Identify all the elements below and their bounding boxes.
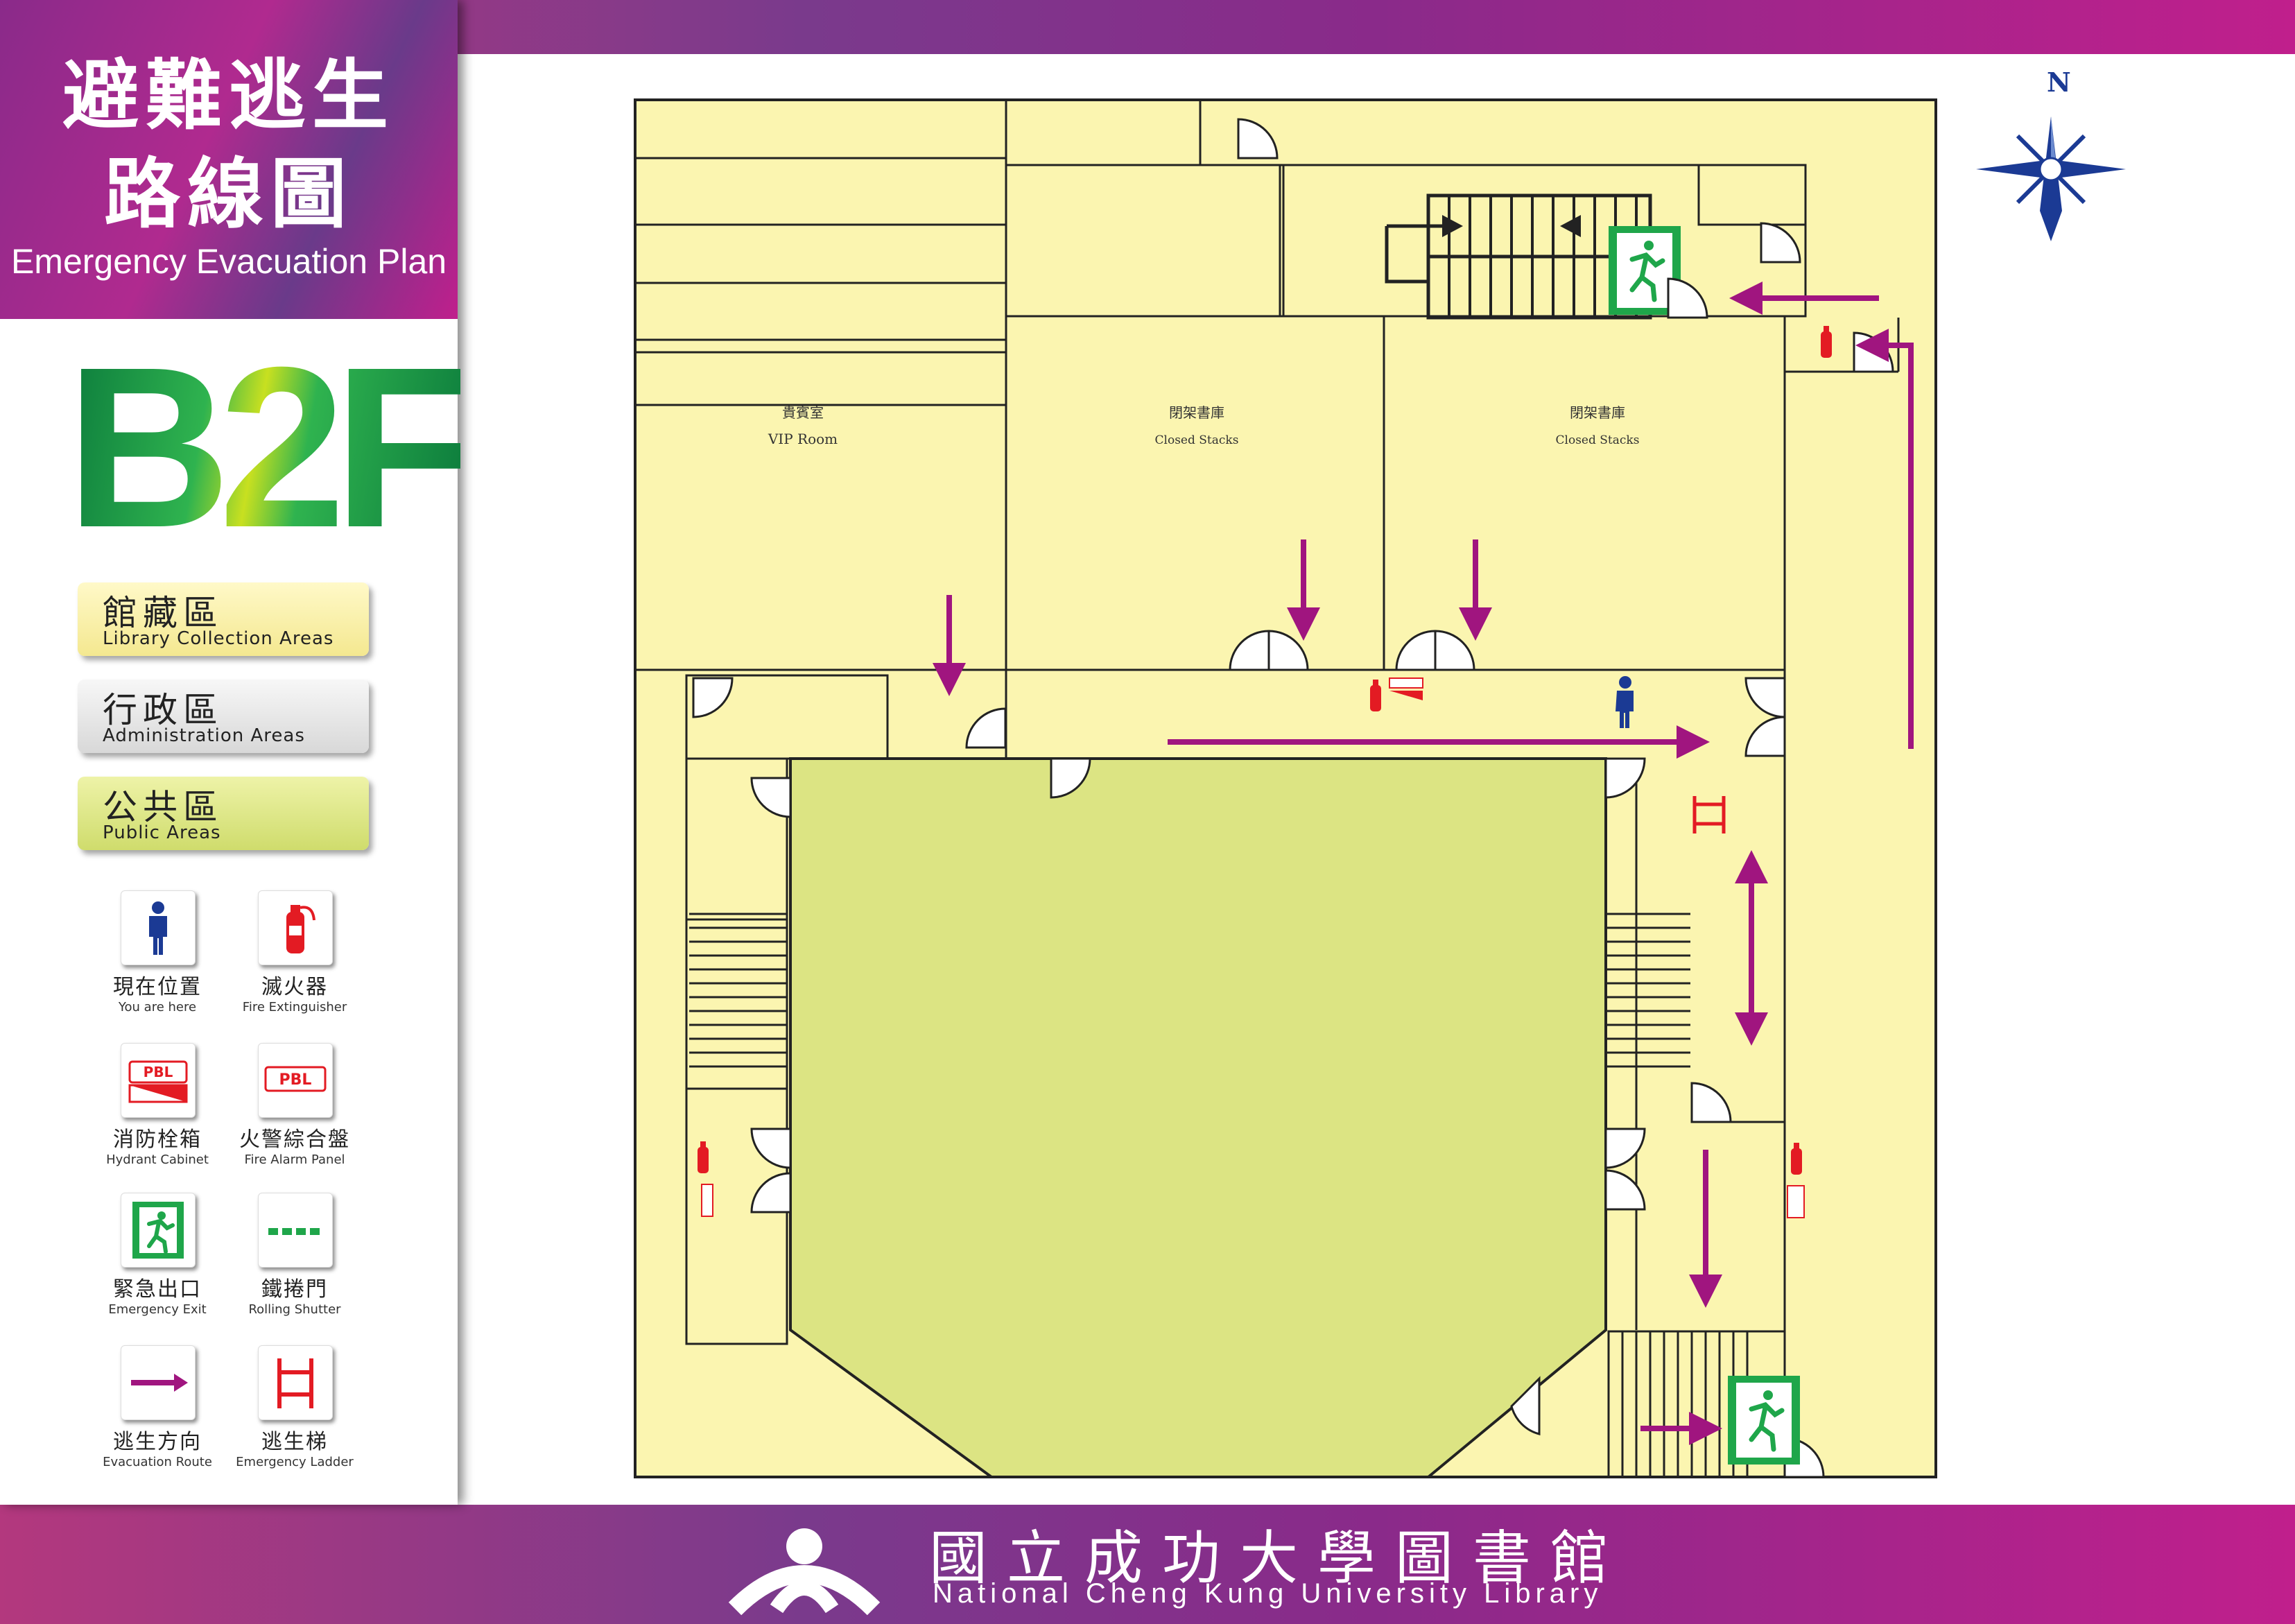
you-are-here-marker xyxy=(1616,676,1634,728)
title-en: Emergency Evacuation Plan xyxy=(10,242,447,281)
floor-label: B2F xyxy=(66,319,473,575)
zone-public-en: Public Areas xyxy=(103,822,221,843)
zone-administration-en: Administration Areas xyxy=(103,725,305,746)
zone-public-zh: 公共區 xyxy=(103,787,223,827)
title-block: 避難逃生 路線圖 Emergency Evacuation Plan xyxy=(0,0,458,319)
library-name-en: National Cheng Kung University Library xyxy=(933,1578,1603,1609)
closed-stacks-2-label-en: Closed Stacks xyxy=(1556,433,1640,447)
library-name-zh: 國立成功大學圖書館 xyxy=(929,1524,1629,1592)
compass-icon: N xyxy=(1976,67,2126,241)
vip-room-label-zh: 貴賓室 xyxy=(782,404,824,421)
sidebar: 避難逃生 路線圖 Emergency Evacuation Plan B2F 館… xyxy=(0,0,473,1505)
vip-room-label-en: VIP Room xyxy=(768,431,838,447)
zone-collection-zh: 館藏區 xyxy=(103,593,223,633)
closed-stacks-1-label-zh: 閉架書庫 xyxy=(1169,404,1224,421)
zone-administration: 行政區 Administration Areas xyxy=(78,680,369,753)
emergency-ladder-icon xyxy=(1692,796,1726,833)
stairs-top xyxy=(1279,164,1807,320)
top-left-rooms xyxy=(634,98,1285,406)
stairs-bottom-right xyxy=(1607,1330,1786,1478)
left-wing xyxy=(685,670,1786,1399)
doors xyxy=(692,118,1894,1478)
footer-banner xyxy=(0,1505,2295,1624)
rolling-shutter-icon xyxy=(258,1193,333,1268)
closed-stacks-1-label-en: Closed Stacks xyxy=(1155,433,1239,447)
floor-plan-map: 貴賓室 VIP Room 閉架書庫 Closed Stacks 閉架書庫 Clo… xyxy=(634,67,2126,1478)
legend-alarm-zh: 火警綜合盤 xyxy=(239,1128,350,1152)
legend-shutter-zh: 鐵捲門 xyxy=(261,1277,328,1302)
hydrant-cabinet-icon: PBL xyxy=(121,1043,196,1118)
legend-alarm-en: Fire Alarm Panel xyxy=(244,1152,345,1167)
title-zh-line1: 避難逃生 xyxy=(62,51,395,140)
legend-route-en: Evacuation Route xyxy=(103,1455,212,1469)
emergency-exit-icon xyxy=(121,1193,196,1268)
stairs-left xyxy=(689,913,786,1068)
evacuation-arrow-icon xyxy=(121,1345,196,1420)
legend-extinguisher-zh: 滅火器 xyxy=(261,975,328,999)
legend-route-zh: 逃生方向 xyxy=(113,1430,202,1454)
evacuation-routes xyxy=(933,282,1914,1445)
legend-ladder-en: Emergency Ladder xyxy=(236,1455,354,1469)
fire-extinguisher-icon xyxy=(698,326,1832,1175)
stairs-right xyxy=(1606,913,1690,1068)
emergency-ladder-icon xyxy=(258,1345,333,1420)
closed-stacks-2-label-zh: 閉架書庫 xyxy=(1570,404,1625,421)
legend-you-are-here-zh: 現在位置 xyxy=(113,975,202,999)
title-zh-line2: 路線圖 xyxy=(104,150,354,239)
zone-collection: 館藏區 Library Collection Areas xyxy=(78,582,369,656)
legend-hydrant-zh: 消防栓箱 xyxy=(113,1128,202,1152)
library-logo xyxy=(728,1528,881,1616)
fire-alarm-panel-icon: PBL xyxy=(258,1043,333,1118)
legend-you-are-here-en: You are here xyxy=(118,1000,197,1014)
person-icon xyxy=(121,890,196,965)
svg-text:PBL: PBL xyxy=(144,1064,173,1080)
legend-exit-zh: 緊急出口 xyxy=(113,1277,202,1302)
public-hall xyxy=(789,757,1607,1478)
emergency-exit-icon xyxy=(1609,226,1681,315)
hydrant-cabinet-icon xyxy=(701,677,1805,1218)
legend-extinguisher-en: Fire Extinguisher xyxy=(242,1000,347,1014)
zone-administration-zh: 行政區 xyxy=(103,690,223,730)
zone-collection-en: Library Collection Areas xyxy=(103,628,334,649)
emergency-exit-icon xyxy=(1728,1376,1800,1465)
legend-exit-en: Emergency Exit xyxy=(108,1302,207,1317)
svg-text:PBL: PBL xyxy=(279,1071,312,1089)
svg-text:N: N xyxy=(2047,67,2071,98)
zone-public: 公共區 Public Areas xyxy=(78,777,369,850)
legend-ladder-zh: 逃生梯 xyxy=(261,1430,328,1454)
legend-shutter-en: Rolling Shutter xyxy=(248,1302,341,1317)
fire-extinguisher-icon xyxy=(258,890,333,965)
legend-hydrant-en: Hydrant Cabinet xyxy=(106,1152,209,1167)
